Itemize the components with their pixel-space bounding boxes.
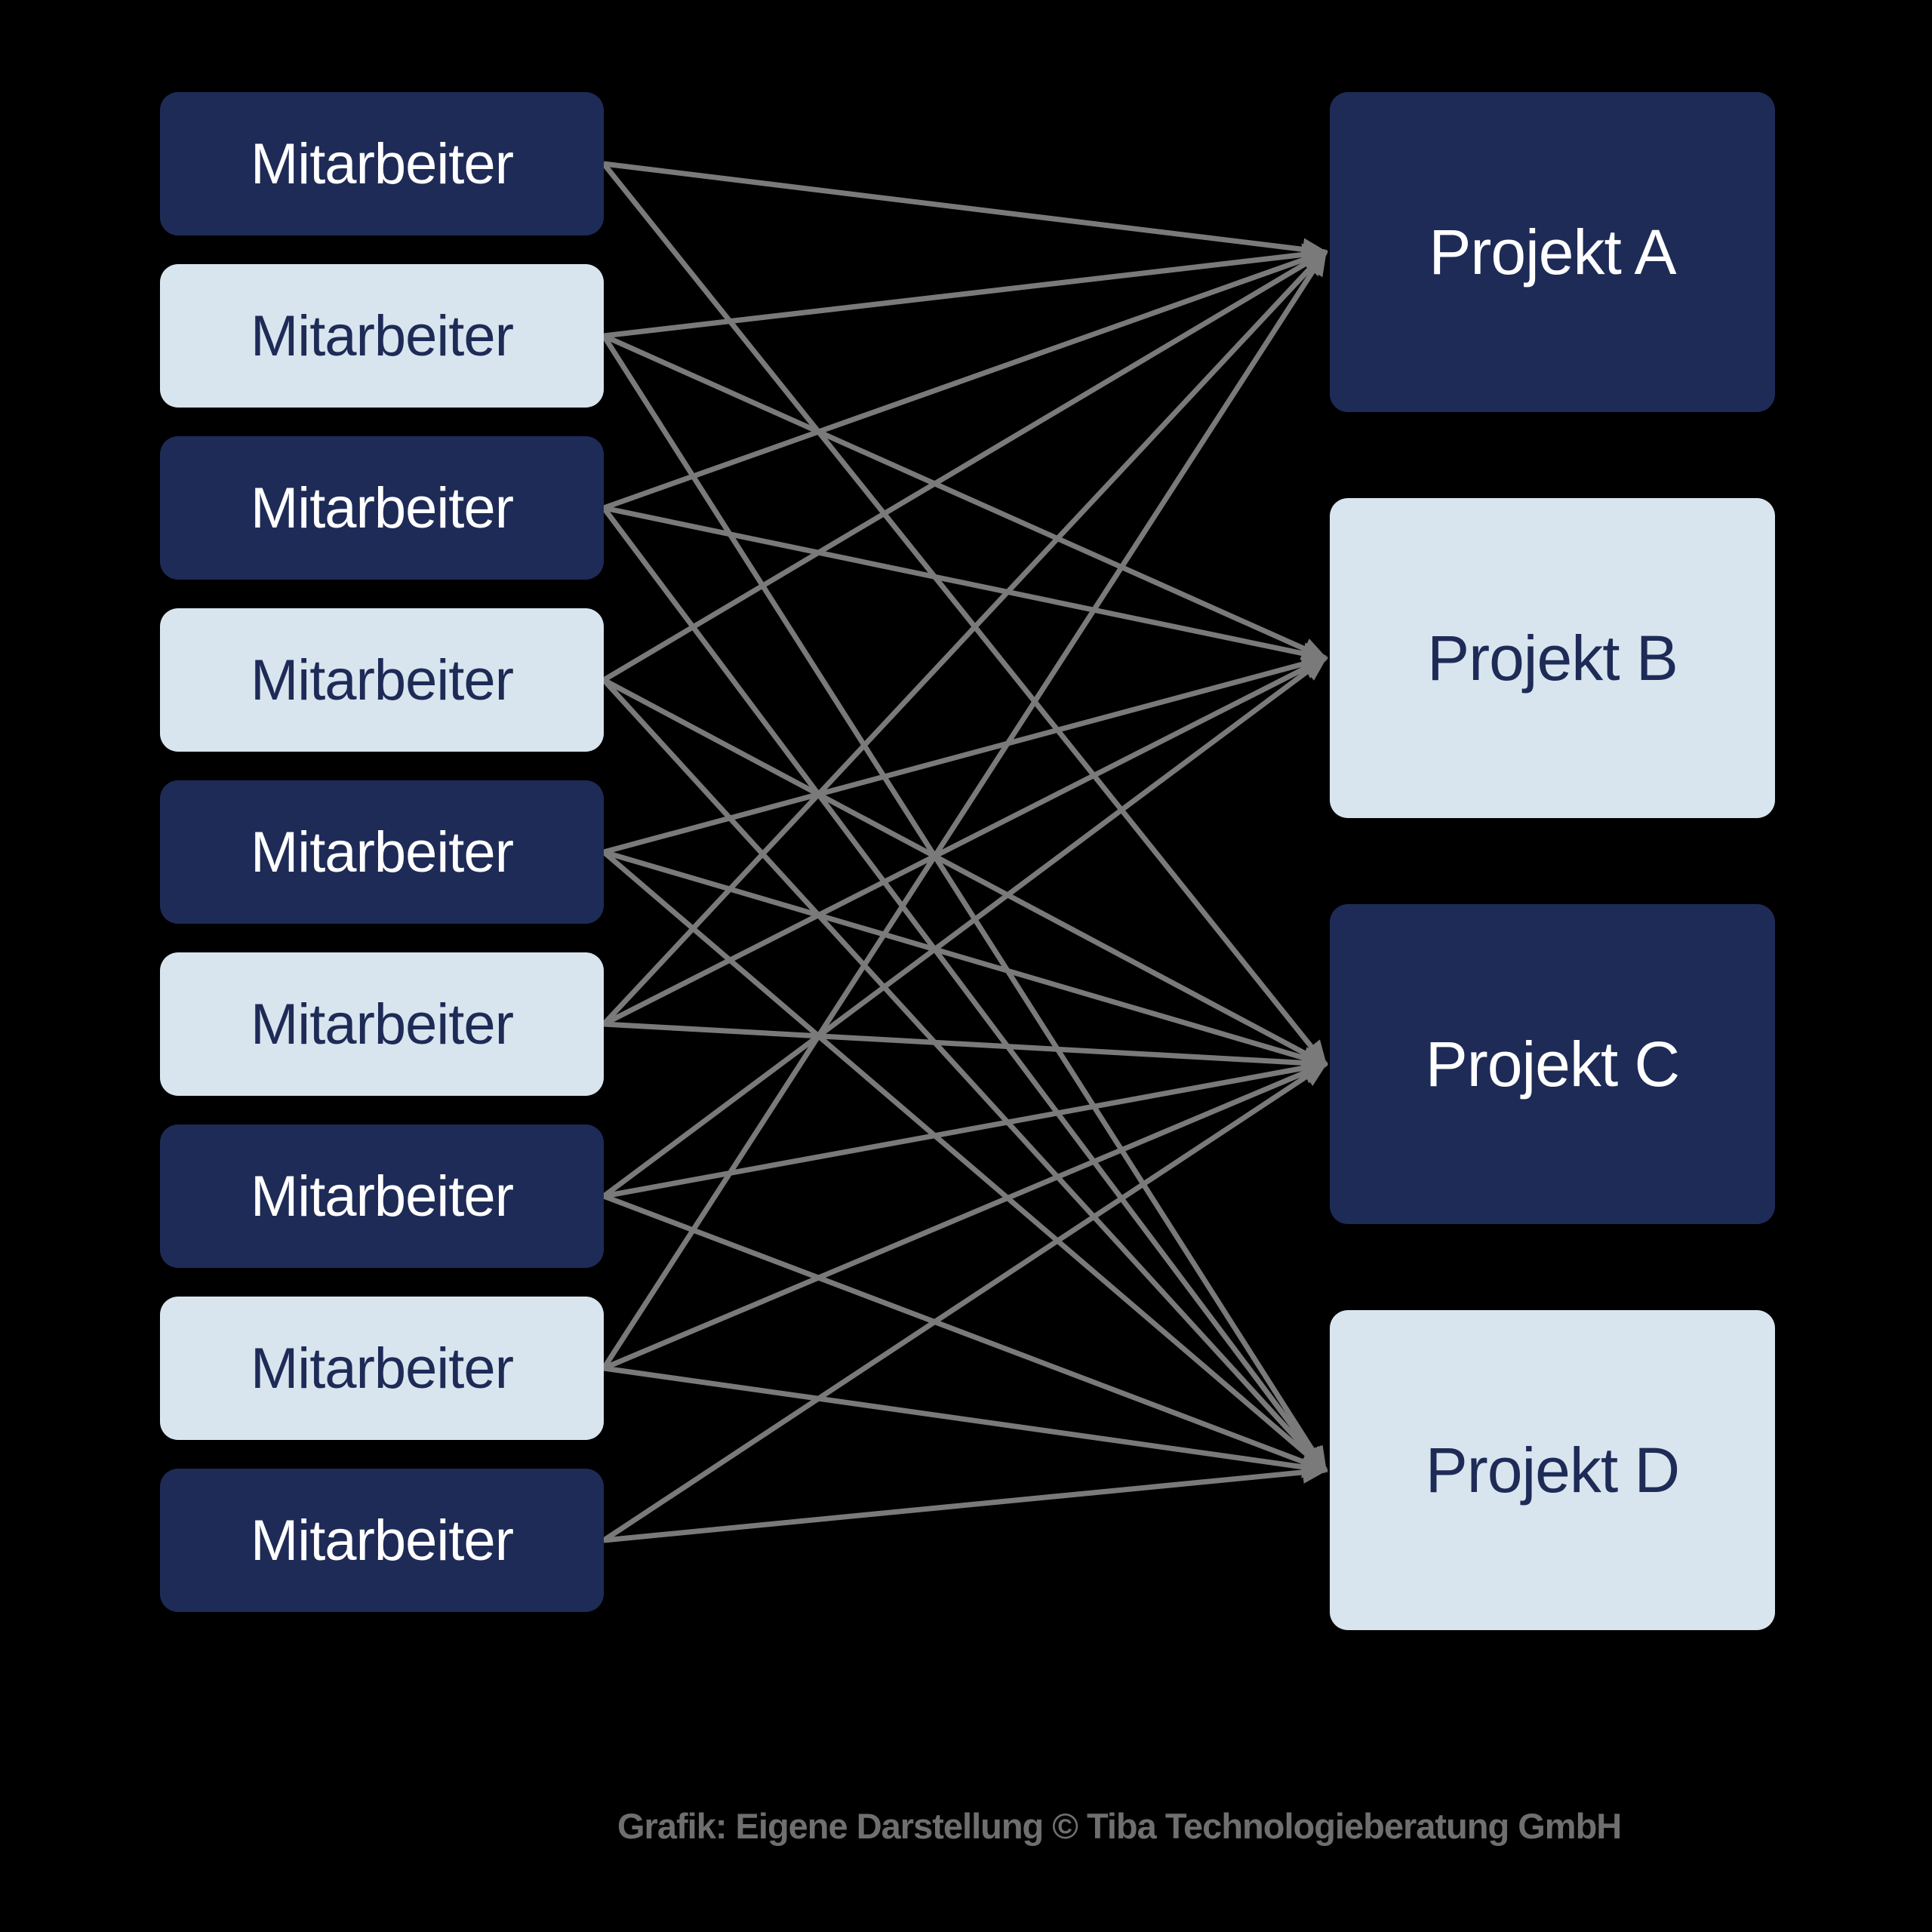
employee-label: Mitarbeiter [251, 475, 514, 540]
project-box-d: Projekt D [1330, 1310, 1775, 1630]
project-box-b: Projekt B [1330, 498, 1775, 818]
employee-box-3: Mitarbeiter [160, 436, 604, 580]
connection-line [601, 250, 1327, 1026]
connection-line [603, 653, 1328, 855]
connection-line [603, 1021, 1328, 1075]
employee-label: Mitarbeiter [251, 820, 514, 884]
connection-line [601, 334, 1327, 1473]
employee-box-4: Mitarbeiter [160, 608, 604, 752]
employee-box-1: Mitarbeiter [160, 92, 604, 235]
connection-line [601, 656, 1328, 1198]
project-label: Projekt B [1427, 622, 1678, 694]
employee-label: Mitarbeiter [251, 131, 514, 196]
connection-line [602, 249, 1328, 683]
employee-box-8: Mitarbeiter [160, 1297, 604, 1440]
employee-label: Mitarbeiter [251, 1336, 514, 1401]
employee-label: Mitarbeiter [251, 648, 514, 712]
employee-label: Mitarbeiter [251, 303, 514, 368]
connection-line [603, 1365, 1328, 1478]
source-caption: Grafik: Eigene Darstellung © Tiba Techno… [617, 1806, 1622, 1846]
project-label: Projekt D [1425, 1434, 1680, 1506]
connection-line [603, 849, 1328, 1069]
connection-line [602, 333, 1328, 661]
project-label: Projekt A [1429, 216, 1676, 288]
connection-line [601, 678, 1327, 1472]
connection-line [602, 677, 1328, 1067]
employee-box-7: Mitarbeiter [160, 1124, 604, 1268]
connection-line [601, 162, 1327, 1067]
project-box-a: Projekt A [1330, 92, 1775, 412]
employee-label: Mitarbeiter [251, 1508, 514, 1573]
connection-line [602, 1193, 1328, 1473]
project-label: Projekt C [1425, 1028, 1680, 1100]
employee-box-9: Mitarbeiter [160, 1469, 604, 1612]
connection-line [601, 850, 1328, 1472]
connection-line [603, 505, 1328, 665]
connection-line [601, 506, 1327, 1473]
connection-line [603, 1057, 1328, 1199]
connection-line [603, 1460, 1328, 1543]
employee-box-5: Mitarbeiter [160, 780, 604, 924]
connection-line [603, 161, 1328, 261]
connection-line [602, 1062, 1328, 1543]
employee-label: Mitarbeiter [251, 1164, 514, 1229]
connection-line [602, 1061, 1328, 1371]
employee-box-6: Mitarbeiter [160, 952, 604, 1096]
employee-label: Mitarbeiter [251, 992, 514, 1057]
connection-line [602, 655, 1328, 1027]
project-box-c: Projekt C [1330, 904, 1775, 1224]
connection-line [601, 249, 1327, 1370]
connection-line [602, 248, 1328, 511]
employee-box-2: Mitarbeiter [160, 264, 604, 408]
connection-line [603, 243, 1328, 339]
